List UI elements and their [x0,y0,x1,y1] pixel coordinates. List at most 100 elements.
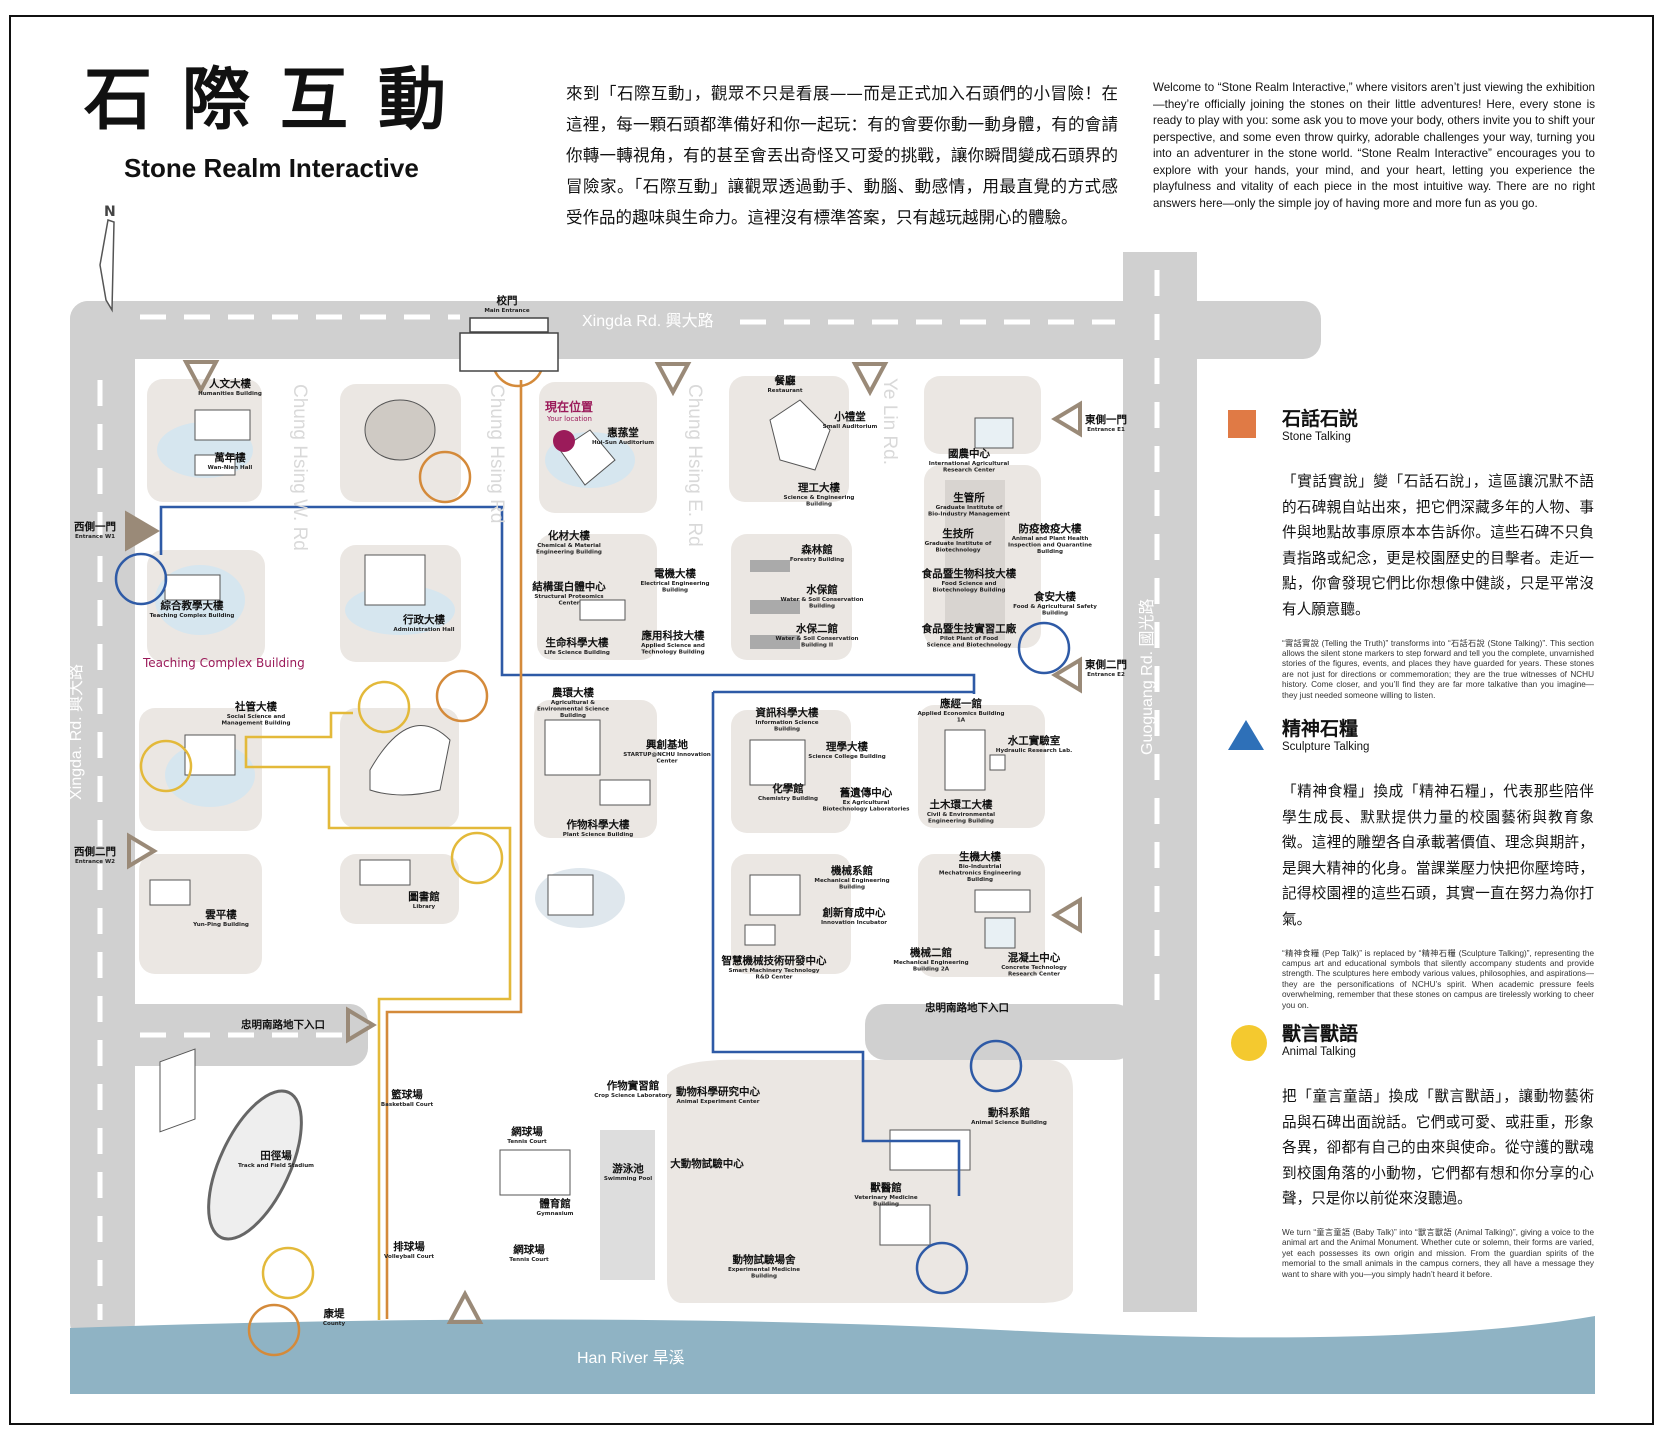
building-name-zh: 作物實習館 [607,1079,660,1092]
page-title: 石際互動 [84,60,477,140]
north-arrow-icon: N [99,204,116,313]
triangle-right-icon [127,832,158,870]
building-name-zh: 田徑場 [260,1149,292,1162]
building-name-zh: 大動物試驗中心 [670,1157,744,1170]
route-sculpture-3 [711,692,961,1196]
entrance-w1-en: Entrance W1 [75,534,115,540]
building-name-en: Gymnasium [537,1211,574,1217]
building-name-zh: 機械系館 [831,864,873,877]
building-name-en: Restaurant [767,388,802,394]
route-stone [385,380,523,1319]
building-name-en: Science College Building [808,754,885,760]
building-name-zh: 動科系館 [988,1106,1030,1119]
sculpture-marker[interactable] [114,552,168,606]
building-name-zh: 森林館 [800,543,833,556]
building-name-en: Humanities Building [198,391,262,397]
triangle-down-icon [851,362,889,397]
building-name-zh: 智慧機械技術研發中心 [721,954,827,967]
building-name-zh: 動物科學研究中心 [676,1085,760,1098]
triangle-down-icon [182,360,220,395]
main-gate-icon [459,317,559,372]
building-name-en: Yun-Ping Building [192,922,249,928]
stone-marker[interactable] [418,450,472,504]
building-name-en: Animal Experiment Center [677,1099,760,1105]
building-name-zh: 防疫檢疫大樓 [1019,522,1082,535]
entrance-arrows [125,360,1082,1324]
road-zhongming-west [70,1004,368,1066]
sculpture-marker[interactable] [969,1039,1023,1093]
building-name-en: Hydraulic Research Lab. [996,748,1072,754]
building-sketches [149,399,1031,1280]
road-label-xingda-left: Xingda. Rd. 興大路 [67,664,85,800]
you-are-here: 現在位置 Your location [545,399,593,452]
highlight-building-label: Teaching Complex Building [142,656,305,670]
poster-frame [9,15,1654,1425]
sculpture-marker[interactable] [1017,621,1071,675]
building-name-zh: 網球場 [511,1125,543,1138]
yellow-circle-icon [1231,1025,1267,1061]
animal-marker[interactable] [261,1246,315,1300]
building-name-zh: 社管大樓 [234,700,277,713]
legend-title-zh: 石話石説 [1282,408,1359,430]
entrance-w2-en: Entrance W2 [75,859,115,865]
building-name-zh: 人文大樓 [209,377,251,390]
sculpture-marker[interactable] [915,1241,969,1295]
stone-marker[interactable] [435,669,489,723]
building-name-zh: 舊遺傳中心 [840,786,893,799]
entrance-w2-zh: 西側二門 [74,845,116,858]
building-name-zh: 土木環工大樓 [930,798,993,811]
building-name-zh: 理工大樓 [798,481,840,494]
entrance-underpass-west: 忠明南路地下入口 [241,1018,325,1031]
building-name-en: Innovation Incubator [821,920,887,926]
animal-marker[interactable] [450,831,504,885]
building-name-zh: 生技所 [942,527,974,540]
animal-marker[interactable] [139,739,193,793]
river-label: Han River 旱溪 [577,1349,685,1367]
building-name-zh: 理學大樓 [826,740,868,753]
building-name-zh: 應經一館 [940,697,982,710]
building-name-zh: 作物科學大樓 [567,818,630,831]
legend-sculpture-talking: 精神石糧 Sculpture Talking 「精神食糧」換成「精神石糧」，代表… [1228,718,1598,1023]
building-name-zh: 食品暨生技實習工廠 [921,622,1017,635]
route-animal [244,711,512,1320]
building-name-zh: 籃球場 [390,1088,423,1101]
building-name-zh: 化學館 [772,782,804,795]
road-dashes [97,270,1160,1320]
stone-marker[interactable] [247,1303,301,1357]
entrance-main-zh: 校門 [497,294,518,307]
intro-text-zh: 來到「石際互動」，觀眾不只是看展——而是正式加入石頭們的小冒險！在這裡，每一顆石… [566,84,1118,227]
entrance-w1-zh: 西側一門 [74,520,116,533]
animal-marker[interactable] [357,680,411,734]
legend-title-zh: 獸言獸語 [1282,1023,1359,1045]
